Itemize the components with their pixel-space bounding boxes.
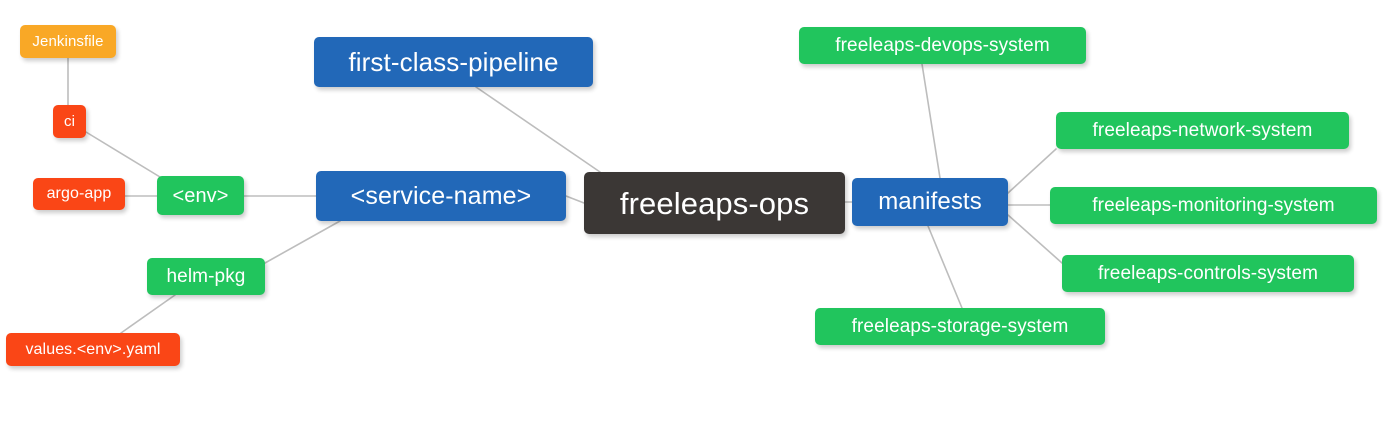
node-label-env: <env> [172,184,229,207]
edge-helm-pkg-to-values-yaml [120,294,176,334]
node-label-values-yaml: values.<env>.yaml [25,340,161,358]
node-label-freeleaps-ops: freeleaps-ops [619,185,810,221]
node-label-freeleaps-network-system: freeleaps-network-system [1092,120,1313,141]
node-ci[interactable]: ci [53,105,86,138]
edge-manifests-to-freeleaps-network-system [1007,148,1057,194]
node-freeleaps-controls-system[interactable]: freeleaps-controls-system [1062,255,1354,292]
node-freeleaps-ops[interactable]: freeleaps-ops [584,172,845,234]
node-label-first-class-pipeline: first-class-pipeline [348,47,559,77]
node-env[interactable]: <env> [157,176,244,215]
edge-manifests-to-freeleaps-devops-system [921,63,941,179]
node-label-manifests: manifests [878,188,982,215]
node-label-service-name: <service-name> [350,181,532,210]
node-helm-pkg[interactable]: helm-pkg [147,258,265,295]
edge-manifests-to-freeleaps-storage-system [927,225,963,309]
node-values-yaml[interactable]: values.<env>.yaml [6,333,180,366]
node-label-freeleaps-controls-system: freeleaps-controls-system [1097,263,1319,284]
node-label-freeleaps-monitoring-system: freeleaps-monitoring-system [1092,195,1335,216]
node-label-argo-app: argo-app [46,185,112,202]
edge-freeleaps-ops-to-service-name [565,195,585,204]
node-label-jenkinsfile: Jenkinsfile [32,33,104,50]
node-argo-app[interactable]: argo-app [33,178,125,210]
edge-service-name-to-helm-pkg [264,220,341,264]
node-label-freeleaps-storage-system: freeleaps-storage-system [851,316,1069,337]
node-freeleaps-storage-system[interactable]: freeleaps-storage-system [815,308,1105,345]
node-service-name[interactable]: <service-name> [316,171,566,221]
node-label-freeleaps-devops-system: freeleaps-devops-system [835,35,1050,56]
edge-env-to-ci [85,131,161,178]
node-first-class-pipeline[interactable]: first-class-pipeline [314,37,593,87]
node-freeleaps-network-system[interactable]: freeleaps-network-system [1056,112,1349,149]
edge-freeleaps-ops-to-first-class-pipeline [475,86,601,173]
node-manifests[interactable]: manifests [852,178,1008,226]
node-freeleaps-monitoring-system[interactable]: freeleaps-monitoring-system [1050,187,1377,224]
node-label-ci: ci [63,113,76,130]
node-freeleaps-devops-system[interactable]: freeleaps-devops-system [799,27,1086,64]
node-label-helm-pkg: helm-pkg [166,266,246,287]
node-jenkinsfile[interactable]: Jenkinsfile [20,25,116,58]
